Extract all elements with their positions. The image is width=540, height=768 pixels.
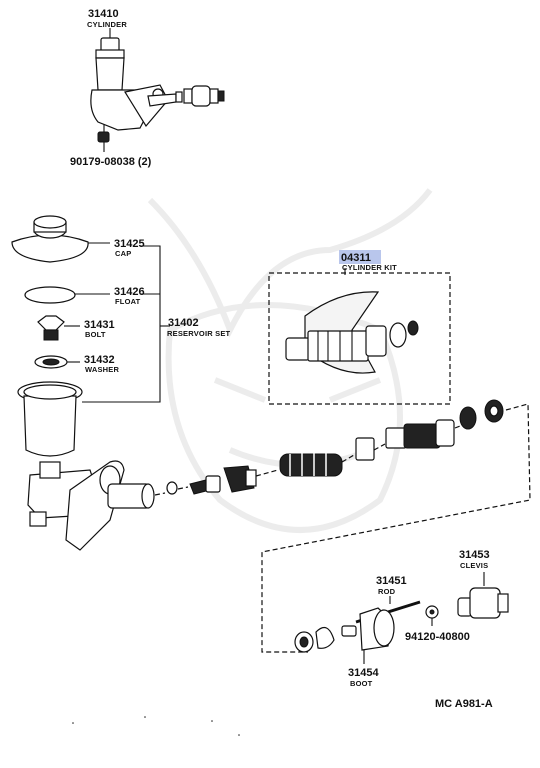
callout-number: 04311 xyxy=(341,252,371,264)
callout-name: BOLT xyxy=(85,330,106,339)
callout-number: 31402 xyxy=(168,317,199,329)
callout-name: BOOT xyxy=(350,679,373,688)
bolt-part xyxy=(37,315,65,341)
callout-cylinder-kit: 04311 CYLINDER KIT xyxy=(341,252,397,272)
exploded-axis-lines xyxy=(154,425,461,496)
clevis-part xyxy=(457,587,509,619)
callout-94120: 94120-40800 xyxy=(405,631,470,643)
callout-cylinder: 31410 CYLINDER xyxy=(87,8,127,29)
callout-name: CYLINDER KIT xyxy=(342,263,397,272)
piston-part xyxy=(385,419,455,449)
callout-name: RESERVOIR SET xyxy=(167,329,231,338)
callout-washer: 31432 WASHER xyxy=(84,354,120,374)
callout-reservoir-set: 31402 RESERVOIR SET xyxy=(167,317,231,338)
diagram-reference-code: MC A981-A xyxy=(435,698,493,710)
washer-part xyxy=(34,355,68,369)
callout-name: CYLINDER xyxy=(87,20,127,29)
callout-boot: 31454 BOOT xyxy=(348,667,379,688)
callout-name: CAP xyxy=(115,249,131,258)
cap-part xyxy=(11,215,89,263)
callout-float: 31426 FLOAT xyxy=(114,286,145,306)
internal-parts xyxy=(166,399,504,495)
callout-cap: 31425 CAP xyxy=(114,238,145,258)
cylinder-assembly-part xyxy=(90,28,225,152)
callout-number: 31451 xyxy=(376,575,407,587)
callout-name: ROD xyxy=(378,587,396,596)
callout-rod: 31451 ROD xyxy=(376,575,407,596)
callout-bolt: 31431 BOLT xyxy=(84,319,115,339)
callout-number: 31425 xyxy=(114,238,145,250)
callout-number: 31431 xyxy=(84,319,115,331)
float-part xyxy=(24,286,76,304)
callout-name: CLEVIS xyxy=(460,561,488,570)
reservoir-part xyxy=(17,381,83,457)
return-spring-part xyxy=(279,452,343,477)
stray-marks xyxy=(72,716,240,736)
boot-part xyxy=(359,607,395,651)
master-cylinder-body-part xyxy=(27,460,155,551)
cylinder-kit-box xyxy=(268,250,451,405)
rod-boot-box xyxy=(261,403,531,664)
callout-clevis: 31453 CLEVIS xyxy=(459,549,490,570)
nut-part xyxy=(425,605,439,619)
callout-name: WASHER xyxy=(85,365,120,374)
callout-number: 31453 xyxy=(459,549,490,561)
callout-number: 90179-08038 (2) xyxy=(70,156,152,168)
callout-number: 94120-40800 xyxy=(405,631,470,643)
callout-number: 31410 xyxy=(88,8,119,20)
leader-lines xyxy=(64,242,170,403)
callout-number: 31432 xyxy=(84,354,115,366)
callout-number: 31454 xyxy=(348,667,379,679)
callout-90179: 90179-08038 (2) xyxy=(70,156,152,168)
callout-number: 31426 xyxy=(114,286,145,298)
callout-name: FLOAT xyxy=(115,297,141,306)
